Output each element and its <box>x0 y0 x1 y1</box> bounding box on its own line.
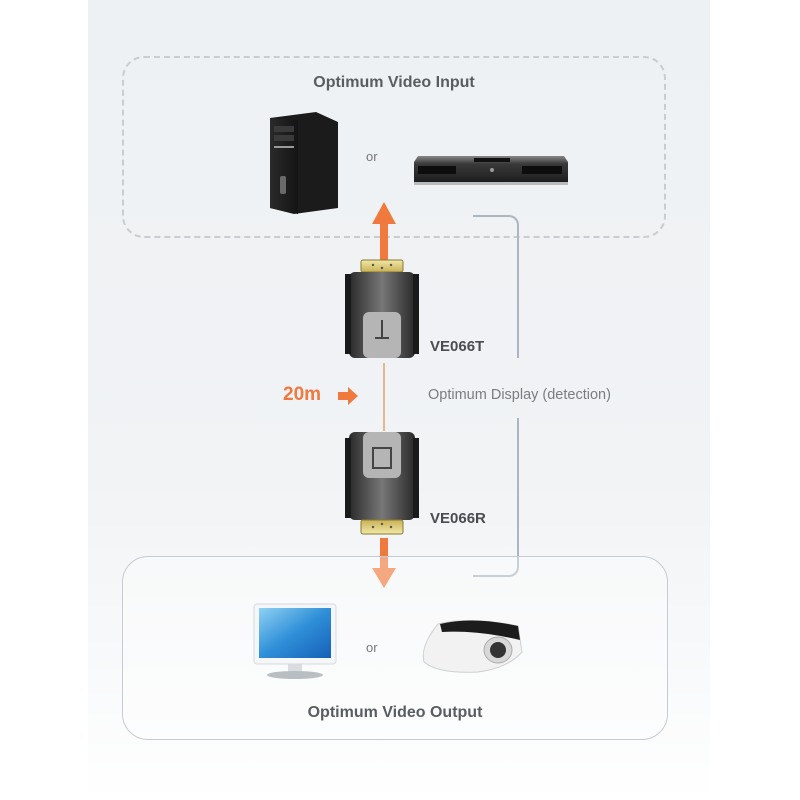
pc-tower-icon <box>270 112 338 214</box>
distance-label: 20m <box>283 384 322 405</box>
detection-label: Optimum Display (detection) <box>428 387 611 403</box>
cable-line <box>383 363 385 431</box>
arrow-up-icon <box>372 202 396 260</box>
transmitter-model-label: VE066T <box>430 338 485 355</box>
bracket-gap <box>512 358 526 418</box>
lcd-monitor-icon <box>253 603 337 679</box>
video-input-group <box>122 56 666 238</box>
dvd-player-icon <box>414 156 568 185</box>
video-input-title: Optimum Video Input <box>313 74 475 91</box>
arrow-down-icon <box>372 538 396 588</box>
input-or-label: or <box>366 149 378 164</box>
output-or-label: or <box>366 640 378 655</box>
projector-icon <box>422 619 523 673</box>
video-output-group <box>122 556 668 740</box>
receiver-model-label: VE066R <box>430 510 486 527</box>
diagram-background <box>88 0 710 800</box>
receiver-adapter-icon <box>345 432 419 535</box>
arrow-right-icon <box>338 387 358 405</box>
video-output-title: Optimum Video Output <box>307 704 483 721</box>
transmitter-adapter-icon <box>345 259 419 358</box>
